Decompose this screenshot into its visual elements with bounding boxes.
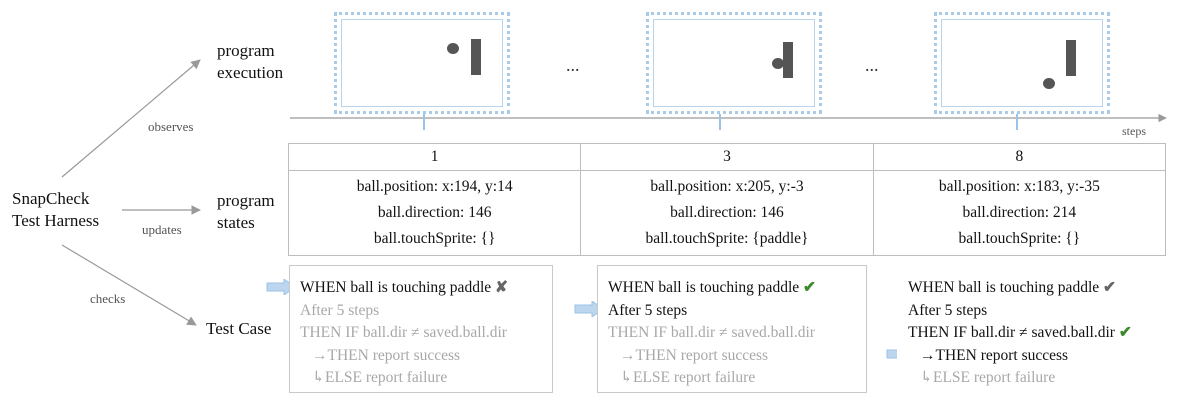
- tc-after: After 5 steps: [300, 302, 380, 319]
- test-case-step-3: WHEN ball is touching paddle ✔ After 5 s…: [597, 265, 867, 393]
- tc-then-if: THEN IF ball.dir ≠ saved.ball.dir ✔: [908, 324, 1132, 341]
- paddle-sprite: [783, 42, 793, 78]
- tc-then-report: →THEN report success: [620, 347, 769, 364]
- ball-sprite: [1043, 78, 1055, 89]
- harness-line2: Test Harness: [12, 211, 100, 230]
- ellipsis: ...: [865, 55, 879, 75]
- tc-after: After 5 steps: [908, 302, 988, 319]
- ball-sprite: [447, 43, 459, 54]
- tc-when: WHEN ball is touching paddle ✔: [608, 279, 816, 296]
- table-header-row: 1 3 8: [287, 143, 1167, 171]
- program-states-table: 1 3 8 ball.position: x:194, y:14 ball.po…: [287, 143, 1167, 256]
- tc-when: WHEN ball is touching paddle ✔: [908, 279, 1116, 296]
- state-position: ball.position: x:183, y:-35: [872, 170, 1167, 200]
- tc-when: WHEN ball is touching paddle ✘: [300, 279, 508, 296]
- step-header: 3: [580, 143, 874, 171]
- state-direction: ball.direction: 146: [580, 200, 874, 226]
- table-row: ball.position: x:194, y:14 ball.position…: [287, 170, 1167, 200]
- tc-then-report: →THEN report success: [312, 347, 461, 364]
- row-label-test-case: Test Case: [206, 319, 272, 338]
- state-position: ball.position: x:205, y:-3: [580, 170, 874, 200]
- step-header: 8: [872, 143, 1167, 171]
- state-touch: ball.touchSprite: {}: [872, 226, 1167, 256]
- table-row: ball.direction: 146 ball.direction: 146 …: [287, 200, 1167, 226]
- tc-else-report: ↳ELSE report failure: [312, 369, 448, 386]
- check-icon: ✔: [1118, 324, 1132, 341]
- edge-observes: [61, 59, 201, 178]
- tc-then-if: THEN IF ball.dir ≠ saved.ball.dir: [300, 324, 507, 341]
- state-touch: ball.touchSprite: {}: [287, 226, 582, 256]
- tc-then-if: THEN IF ball.dir ≠ saved.ball.dir: [608, 324, 815, 341]
- check-icon: ✔: [1103, 279, 1116, 296]
- row-label-execution: program execution: [217, 41, 284, 82]
- edge-label-checks: checks: [90, 291, 126, 306]
- paddle-sprite: [1066, 40, 1076, 76]
- row-label-states: program states: [217, 191, 275, 232]
- edge-label-updates: updates: [142, 222, 182, 237]
- test-case-step-1: WHEN ball is touching paddle ✘ After 5 s…: [289, 265, 553, 393]
- tc-else-report: ↳ELSE report failure: [920, 369, 1056, 386]
- edge-checks: [61, 244, 197, 326]
- ball-sprite: [772, 58, 784, 69]
- state-direction: ball.direction: 146: [287, 200, 582, 226]
- test-case-step-8: WHEN ball is touching paddle ✔ After 5 s…: [897, 265, 1177, 393]
- table-row: ball.touchSprite: {} ball.touchSprite: {…: [287, 226, 1167, 256]
- edge-label-observes: observes: [148, 119, 194, 134]
- execution-frame-3: [646, 12, 822, 114]
- execution-frame-1: [334, 12, 510, 114]
- harness-line1: SnapCheck: [12, 189, 90, 208]
- timeline-axis-label: steps: [1122, 124, 1146, 138]
- tc-then-report: →THEN report success: [920, 347, 1069, 364]
- ellipsis: ...: [566, 55, 580, 75]
- state-touch-changed: ball.touchSprite: {paddle}: [580, 226, 874, 256]
- execution-frame-8: [934, 12, 1110, 114]
- harness-label: SnapCheck Test Harness: [12, 188, 99, 232]
- paddle-sprite: [471, 39, 481, 75]
- step-header: 1: [287, 143, 582, 171]
- check-icon: ✔: [803, 279, 816, 296]
- state-direction-changed: ball.direction: 214: [872, 200, 1167, 226]
- tc-else-report: ↳ELSE report failure: [620, 369, 756, 386]
- cross-icon: ✘: [495, 279, 508, 296]
- tc-after: After 5 steps: [608, 302, 688, 319]
- state-position: ball.position: x:194, y:14: [287, 170, 582, 200]
